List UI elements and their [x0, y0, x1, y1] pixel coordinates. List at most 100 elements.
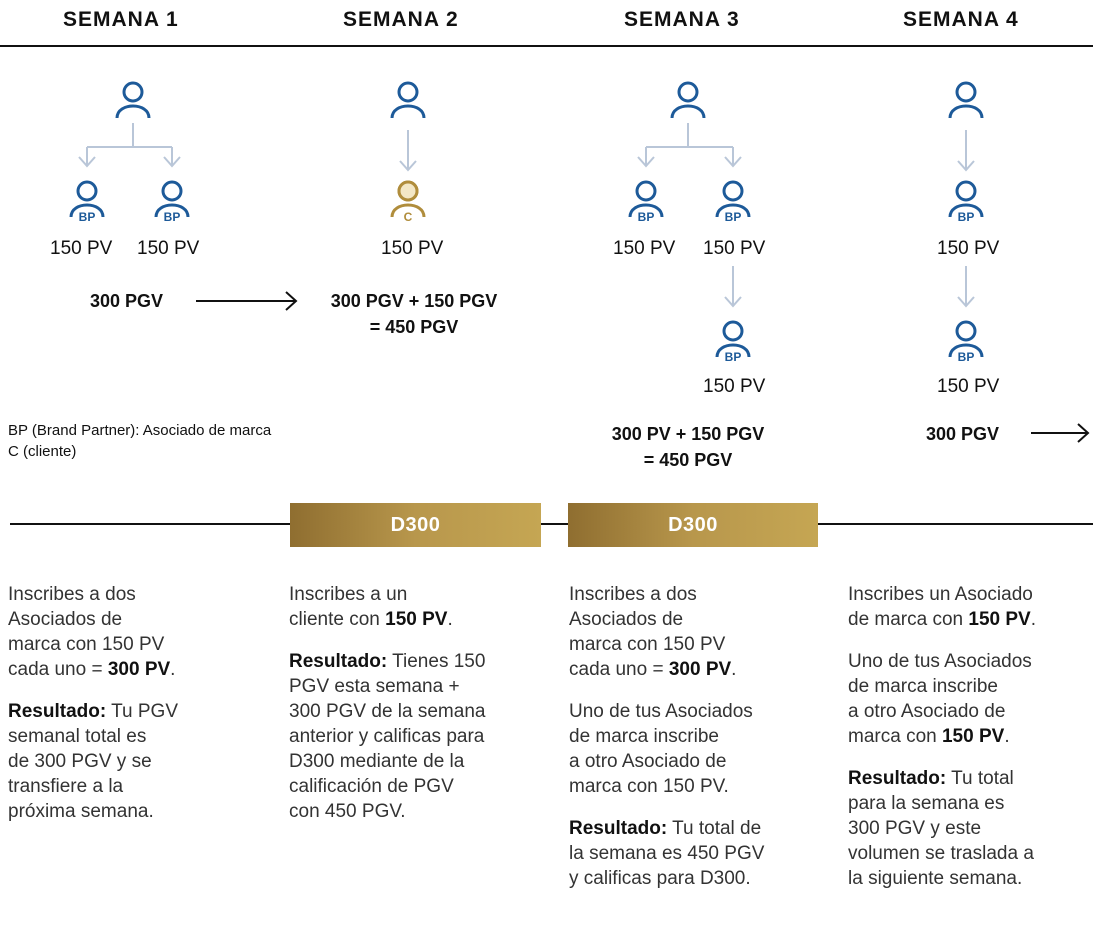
- week-1-description: Inscribes a dos Asociados de marca con 1…: [8, 582, 238, 841]
- w1-branch-arrows: [78, 123, 181, 168]
- text-line: de 300 PGV y se: [8, 751, 152, 772]
- text-bold: 150 PV: [968, 609, 1031, 630]
- w3-desc-p2: Uno de tus Asociados de marca inscribe a…: [569, 699, 829, 799]
- result-label: Resultado:: [289, 651, 388, 672]
- text-line: marca con 150 PV: [8, 634, 165, 655]
- text-line: de marca inscribe: [569, 726, 719, 747]
- w4-transfer-arrow: [1031, 423, 1090, 443]
- w3-pgv-sum: 300 PV + 150 PGV = 450 PGV: [590, 421, 786, 473]
- text-bold: 300 PV: [107, 659, 171, 680]
- week-4-description: Inscribes un Asociado de marca con 150 P…: [848, 582, 1093, 908]
- text-line: 300 PGV y este: [848, 818, 982, 839]
- text-line: Tu PGV: [106, 701, 178, 722]
- text-line: marca con 150 PV.: [569, 776, 729, 797]
- w4-desc-p3: Resultado: Tu total para la semana es 30…: [848, 766, 1093, 891]
- text-line: y calificas para D300.: [569, 868, 751, 889]
- text-line: anterior y calificas para: [289, 726, 485, 747]
- w3-pv-label-2: 150 PV: [703, 238, 766, 259]
- text-line: la siguiente semana.: [848, 868, 1023, 889]
- d300-band-week-3: D300: [568, 503, 818, 547]
- legend-c: C (cliente): [8, 443, 77, 460]
- text-bold: 150 PV: [385, 609, 448, 630]
- text-line: Tienes 150: [387, 651, 486, 672]
- d300-band-week-2: D300: [290, 503, 541, 547]
- text-line: .: [447, 609, 453, 630]
- w4-pgv-total: 300 PGV: [926, 424, 1000, 444]
- w3-pgv-sum-line2: = 450 PGV: [643, 450, 733, 470]
- legend: BP (Brand Partner): Asociado de marca C …: [8, 420, 271, 462]
- w4-sponsor-icon: [948, 81, 984, 120]
- w3-down-arrow: [724, 266, 742, 308]
- week-3-header: SEMANA 3: [624, 8, 740, 31]
- w4-pv-label-1: 150 PV: [937, 238, 1000, 259]
- text-line: a otro Asociado de: [569, 751, 727, 772]
- w1-desc-p2: Resultado: Tu PGV semanal total es de 30…: [8, 699, 238, 824]
- w1-pv-label-1: 150 PV: [50, 238, 113, 259]
- text-line: la semana es 450 PGV: [569, 843, 765, 864]
- text-line: a otro Asociado de: [848, 701, 1006, 722]
- w2-desc-p2: Resultado: Tienes 150 PGV esta semana + …: [289, 649, 549, 824]
- text-bold: 300 PV: [668, 659, 732, 680]
- text-line: Uno de tus Asociados: [569, 701, 753, 722]
- w4-bp-badge-2: BP: [957, 350, 975, 364]
- w4-desc-p2: Uno de tus Asociados de marca inscribe a…: [848, 649, 1093, 749]
- text-line: Tu total: [946, 768, 1014, 789]
- text-line: D300 mediante de la: [289, 751, 465, 772]
- w3-desc-p1: Inscribes a dos Asociados de marca con 1…: [569, 582, 829, 682]
- text-line: calificación de PGV: [289, 776, 454, 797]
- text-line: Asociados de: [569, 609, 684, 630]
- w3-branch-arrows: [637, 123, 742, 168]
- text-line: Inscribes a dos: [8, 584, 136, 605]
- text-line: para la semana es: [848, 793, 1005, 814]
- w4-desc-p1: Inscribes un Asociado de marca con 150 P…: [848, 582, 1093, 632]
- text-bold: 150 PV: [941, 726, 1005, 747]
- w2-desc-p1: Inscribes a un cliente con 150 PV.: [289, 582, 549, 632]
- text-line: 300 PGV de la semana: [289, 701, 486, 722]
- w1-bp-badge-1: BP: [78, 210, 96, 224]
- w2-sponsor-icon: [390, 81, 426, 120]
- text-line: .: [170, 659, 176, 680]
- w3-desc-p3: Resultado: Tu total de la semana es 450 …: [569, 816, 829, 891]
- w3-sponsor-icon: [670, 81, 706, 120]
- w2-c-badge: C: [403, 210, 413, 224]
- text-line: Inscribes a un: [289, 584, 408, 605]
- text-line: PGV esta semana +: [289, 676, 460, 697]
- w3-pv-label-3: 150 PV: [703, 376, 766, 397]
- week-4-header: SEMANA 4: [903, 8, 1019, 31]
- text-line: .: [1004, 726, 1010, 747]
- w1-desc-p1: Inscribes a dos Asociados de marca con 1…: [8, 582, 238, 682]
- w2-pgv-sum: 300 PGV + 150 PGV = 450 PGV: [316, 288, 512, 340]
- w4-arrow-1: [957, 130, 975, 172]
- w2-pgv-sum-line1: 300 PGV + 150 PGV: [330, 291, 498, 311]
- text-line: marca con 150 PV: [569, 634, 726, 655]
- w4-pv-label-2: 150 PV: [937, 376, 1000, 397]
- w1-pgv-total: 300 PGV: [90, 291, 164, 311]
- text-line: de marca con: [848, 609, 969, 630]
- w3-bp-badge-3: BP: [724, 350, 742, 364]
- week-2-description: Inscribes a un cliente con 150 PV. Resul…: [289, 582, 549, 841]
- text-line: .: [731, 659, 737, 680]
- text-line: cada uno =: [8, 659, 108, 680]
- text-line: marca con: [848, 726, 942, 747]
- legend-bp: BP (Brand Partner): Asociado de marca: [8, 422, 272, 439]
- w2-client-head-fill: [400, 183, 416, 199]
- w1-pv-label-2: 150 PV: [137, 238, 200, 259]
- week-3-description: Inscribes a dos Asociados de marca con 1…: [569, 582, 829, 908]
- result-label: Resultado:: [8, 701, 107, 722]
- w4-bp-badge-1: BP: [957, 210, 975, 224]
- text-line: próxima semana.: [8, 801, 154, 822]
- result-label: Resultado:: [848, 768, 947, 789]
- text-line: volumen se traslada a: [848, 843, 1034, 864]
- week-1-header: SEMANA 1: [63, 8, 179, 31]
- text-line: Inscribes a dos: [569, 584, 697, 605]
- w2-arrow: [399, 130, 417, 172]
- text-line: Inscribes un Asociado: [848, 584, 1033, 605]
- text-line: con 450 PGV.: [289, 801, 406, 822]
- w3-pv-label-1: 150 PV: [613, 238, 676, 259]
- w3-pgv-sum-line1: 300 PV + 150 PGV: [611, 424, 765, 444]
- w4-arrow-2: [957, 266, 975, 308]
- text-line: cada uno =: [569, 659, 669, 680]
- w2-pgv-sum-line2: = 450 PGV: [369, 317, 459, 337]
- text-line: Tu total de: [667, 818, 762, 839]
